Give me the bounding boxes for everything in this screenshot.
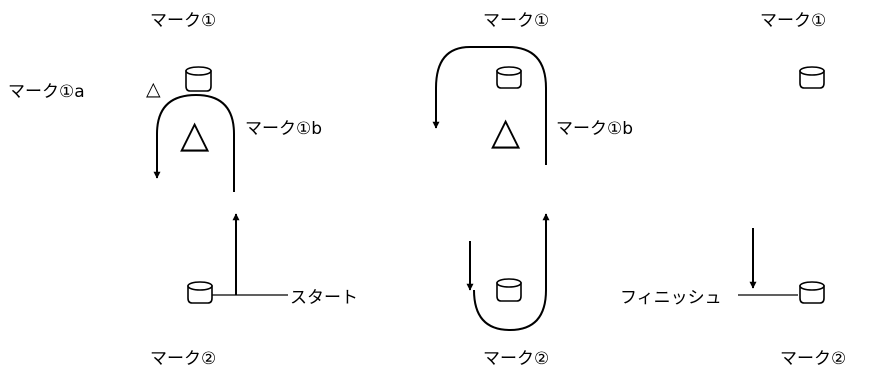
panel1-mark1a-label: マーク①a: [8, 82, 85, 102]
panel3-mark1-label: マーク①: [760, 11, 826, 31]
panel-1: マーク① マーク①a △ △ マーク①b スタート マーク②: [8, 11, 358, 369]
panel2-mark2-buoy-icon: [496, 278, 522, 302]
panel1-mark1-label: マーク①: [150, 11, 216, 31]
panel2-mark1b-label: マーク①b: [556, 119, 633, 139]
panel2-mark1-label: マーク①: [483, 11, 549, 31]
panel1-mark1-buoy-icon: [185, 66, 212, 92]
panel1-start-label: スタート: [290, 288, 358, 308]
panel3-finish-label: フィニッシュ: [620, 288, 722, 308]
panel2-triangle-large: △: [491, 109, 521, 153]
panel2-upper-loop-arrow: [432, 46, 547, 165]
panel1-triangle-small: △: [146, 78, 161, 100]
panel2-mark2-label: マーク②: [483, 349, 549, 369]
panel-2: マーク① △ マーク①b マーク②: [432, 11, 633, 369]
panel1-mark1b-label: マーク①b: [245, 119, 322, 139]
panel2-lower-loop-arrow: [473, 213, 550, 332]
panel2-mark1-buoy-icon: [496, 66, 522, 89]
panel3-mark2-buoy-icon: [799, 281, 825, 304]
panel1-mark2-label: マーク②: [150, 349, 216, 369]
panel-3: マーク① フィニッシュ マーク②: [620, 11, 846, 369]
panel1-mark2-buoy-icon: [187, 281, 213, 304]
panel3-mark1-buoy-icon: [799, 66, 825, 89]
panel1-rounding-arrow: [153, 93, 235, 192]
panel1-triangle-large: △: [180, 112, 210, 156]
panel3-mark2-label: マーク②: [780, 349, 846, 369]
